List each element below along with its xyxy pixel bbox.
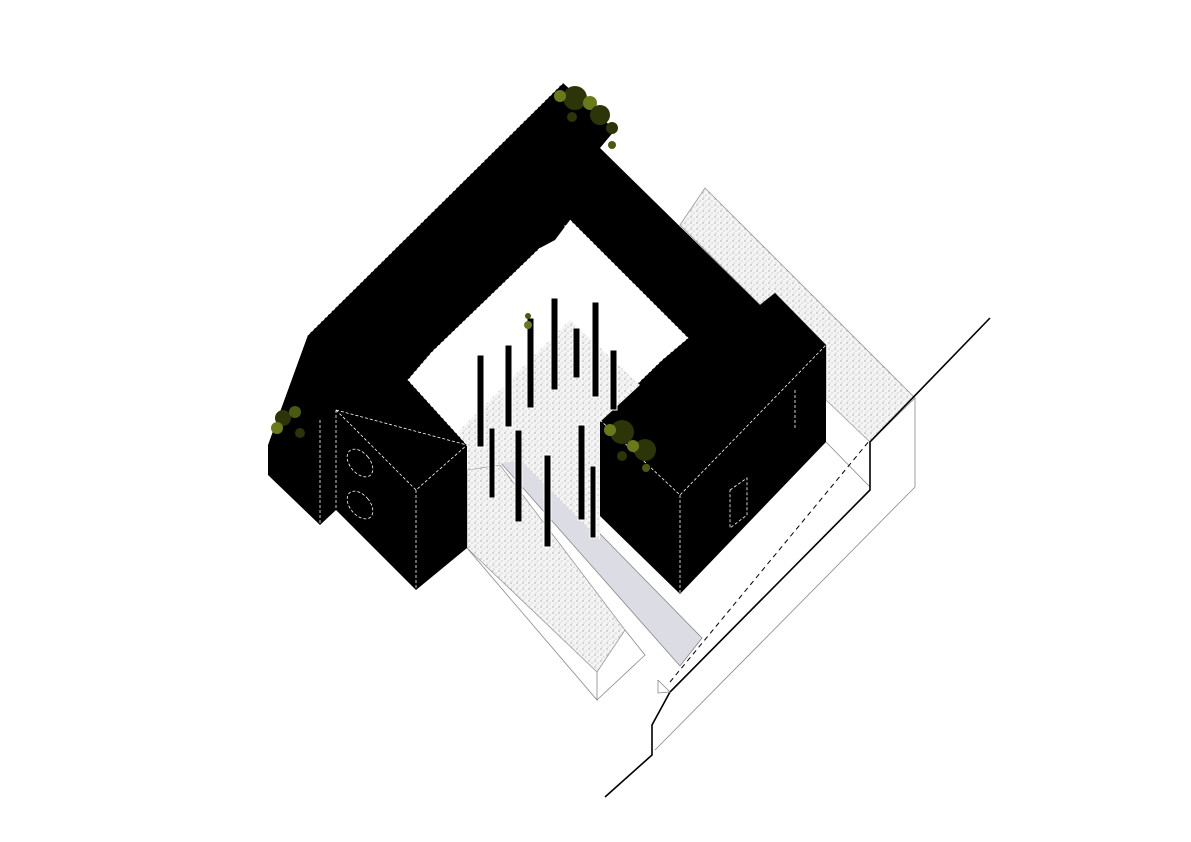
building-mass [268,83,826,594]
site-boundary [604,317,991,798]
courtyard-columns [476,297,618,548]
site-outline [466,398,916,751]
building-edges [307,82,827,594]
vegetation [271,86,656,472]
